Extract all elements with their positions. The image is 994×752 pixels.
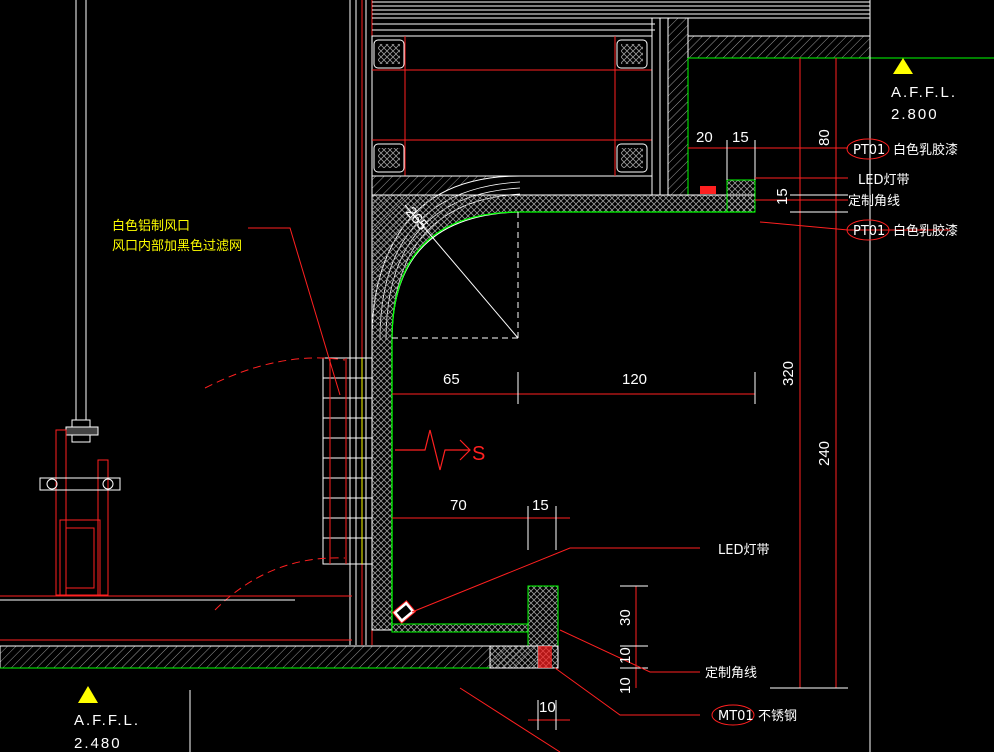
- svg-text:MT01: MT01: [718, 709, 754, 724]
- note-white-paint-b: 白色乳胶漆: [893, 223, 958, 239]
- dim-240: 240: [816, 441, 833, 466]
- note-stainless: 不锈钢: [758, 709, 797, 724]
- vent-grille: [204, 357, 373, 611]
- dim-30: 30: [617, 609, 634, 626]
- level-bottom-value: 2.480: [74, 735, 122, 752]
- dim-20: 20: [696, 129, 713, 146]
- wall-lines: [349, 0, 373, 645]
- level-top-label: A.F.F.L.: [891, 84, 957, 101]
- level-top-value: 2.800: [891, 106, 939, 123]
- section-break-symbol: [395, 429, 471, 471]
- note-led-bottom: LED灯带: [718, 543, 769, 558]
- note-white-paint-a: 白色乳胶漆: [893, 142, 958, 158]
- curved-bulkhead: [371, 175, 756, 631]
- tag-mt01: MT01: [711, 704, 755, 726]
- top-structure: [371, 1, 994, 196]
- note-led-top: LED灯带: [858, 173, 909, 188]
- level-bottom-label: A.F.F.L.: [74, 712, 140, 729]
- note-trim-top: 定制角线: [848, 194, 900, 209]
- svg-text:PT01: PT01: [853, 143, 885, 158]
- leader-lines: [248, 147, 950, 752]
- dim-10-c: 10: [539, 699, 556, 716]
- svg-text:PT01: PT01: [853, 224, 885, 239]
- dim-15-top: 15: [732, 129, 749, 146]
- dim-10-b: 10: [617, 677, 634, 694]
- dim-70: 70: [450, 497, 467, 514]
- dimension-lines: [392, 58, 848, 730]
- level-marker-top: A.F.F.L. 2.800: [891, 58, 957, 123]
- vent-note-line1: 白色铝制风口: [112, 218, 190, 234]
- tag-pt01-b: PT01: [846, 219, 890, 241]
- vent-note-line2: 风口内部加黑色过滤网: [112, 238, 242, 254]
- bottom-section: [0, 0, 871, 752]
- hanger-assembly: [39, 0, 121, 596]
- level-marker-bottom: A.F.F.L. 2.480: [74, 686, 140, 752]
- section-mark: S: [472, 443, 485, 465]
- dim-65: 65: [443, 371, 460, 388]
- dim-120: 120: [622, 371, 647, 388]
- dim-320: 320: [780, 361, 797, 386]
- dim-15-right: 15: [774, 188, 791, 205]
- level-triangle-icon: [893, 58, 913, 74]
- tag-pt01-a: PT01: [846, 138, 890, 160]
- dim-15-mid: 15: [532, 497, 549, 514]
- dim-80: 80: [816, 129, 833, 146]
- level-triangle-icon: [78, 686, 98, 703]
- note-trim-bottom: 定制角线: [705, 666, 757, 681]
- dim-10-a: 10: [617, 647, 634, 664]
